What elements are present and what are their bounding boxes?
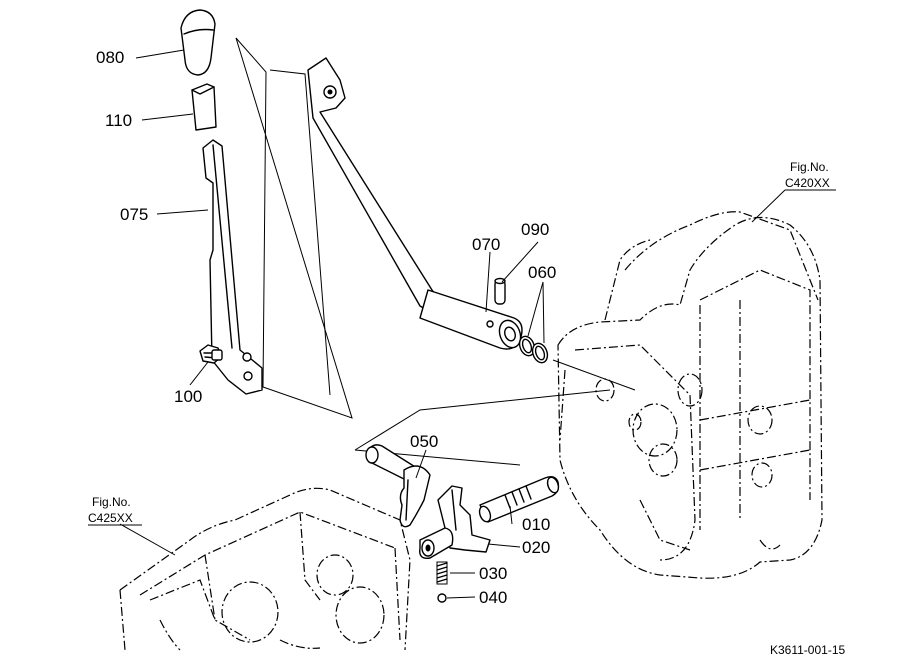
- callout-110: 110: [105, 111, 132, 130]
- callout-080: 080: [96, 48, 124, 67]
- callout-090: 090: [521, 220, 549, 239]
- callout-100: 100: [174, 387, 202, 406]
- fig-reference-left: Fig.No. C425XX: [88, 495, 142, 526]
- fig-label-left: Fig.No.: [92, 495, 131, 509]
- callout-050: 050: [410, 432, 438, 451]
- detent-ball: [437, 593, 447, 603]
- spring-pin: [494, 277, 506, 305]
- shifter-rod: [365, 444, 431, 528]
- shift-arm: [307, 57, 523, 350]
- fig-number-left: C425XX: [88, 511, 133, 525]
- lever-sleeve: [191, 83, 217, 131]
- leader-lines: [119, 49, 786, 599]
- assembly-outline: [235, 37, 353, 419]
- detent-spring: [436, 561, 448, 585]
- callout-070: 070: [472, 235, 500, 254]
- callout-075: 075: [120, 205, 148, 224]
- hex-bolt: [199, 344, 223, 364]
- callout-020: 020: [522, 538, 550, 557]
- callout-010: 010: [522, 515, 550, 534]
- drawing-code: K3611-001-15: [770, 643, 845, 657]
- transmission-case-right: [557, 211, 823, 579]
- transmission-case-left: [119, 487, 411, 651]
- shift-knob: [180, 9, 216, 76]
- shift-shaft: [478, 475, 560, 523]
- shift-fork: [419, 485, 491, 559]
- fig-label-right: Fig.No.: [790, 160, 829, 174]
- assembly-line-010: [354, 359, 636, 466]
- callout-030: 030: [479, 564, 507, 583]
- lever-plate: [202, 139, 263, 395]
- callout-060: 060: [528, 263, 556, 282]
- fig-number-right: C420XX: [785, 176, 830, 190]
- o-rings: [518, 335, 549, 364]
- fig-reference-right: Fig.No. C420XX: [785, 160, 836, 191]
- callout-labels: 080 110 075 100 070 090 060 050 010 020 …: [96, 48, 556, 607]
- callout-040: 040: [479, 588, 507, 607]
